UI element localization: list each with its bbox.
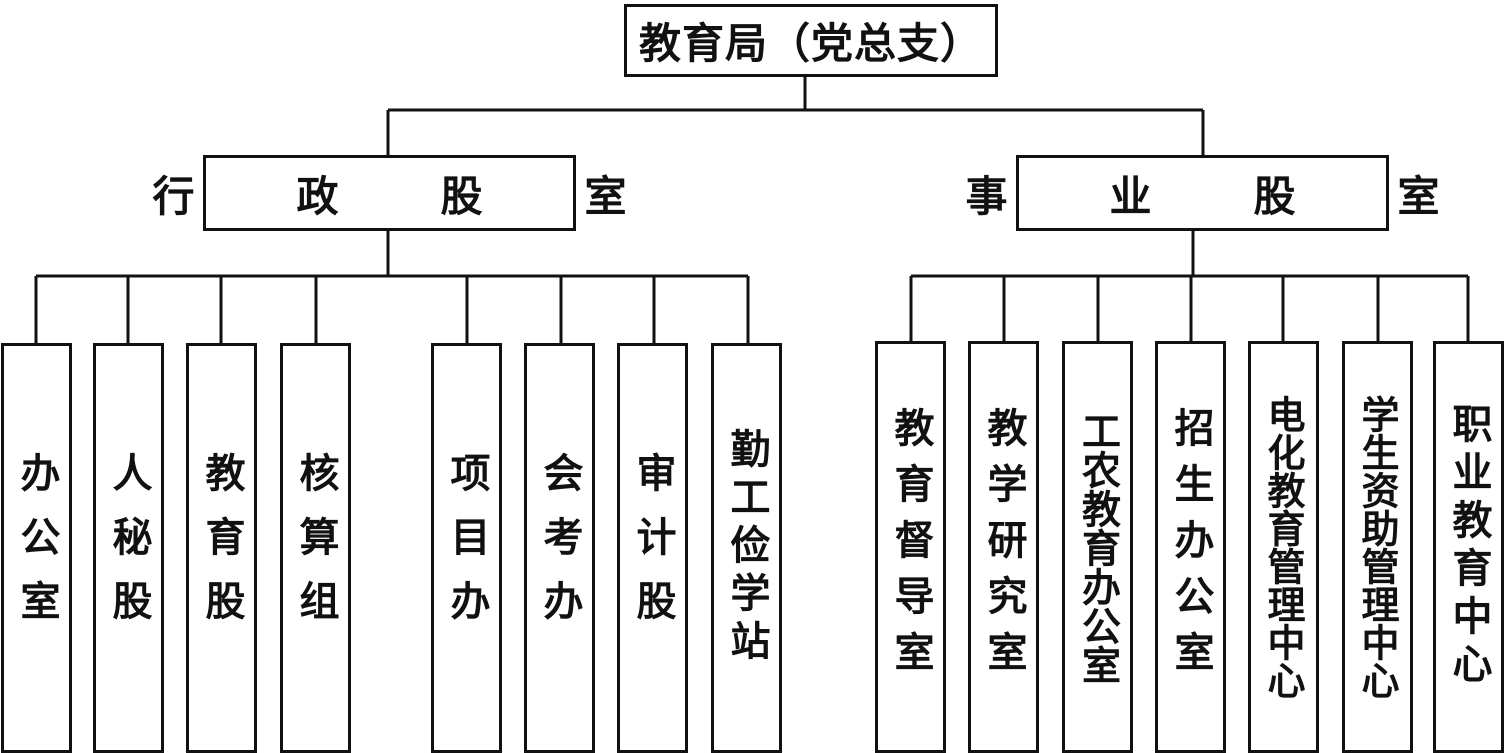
node-unit-education: 教育股 xyxy=(186,343,257,753)
node-unit-audit: 审计股 xyxy=(617,343,688,753)
unit-label: 会考办 xyxy=(536,452,583,644)
node-root-label: 教育局（党总支） xyxy=(638,19,983,68)
unit-label: 职业教育中心 xyxy=(1445,403,1492,691)
node-admin-group: 行 政 股 室 xyxy=(153,155,627,231)
node-unit-worker-peasant-edu: 工农教育办公室 xyxy=(1062,341,1133,753)
unit-label: 学生资助管理中心 xyxy=(1355,395,1399,699)
node-unit-accounting: 核算组 xyxy=(280,343,351,753)
unit-label: 项目办 xyxy=(443,452,490,644)
unit-label: 办公室 xyxy=(13,452,60,644)
unit-label: 核算组 xyxy=(292,452,339,644)
unit-label: 人秘股 xyxy=(105,452,152,644)
node-service-group: 事 业 股 室 xyxy=(966,155,1440,231)
unit-label: 工农教育办公室 xyxy=(1075,410,1121,684)
unit-label: 电化教育管理中心 xyxy=(1261,395,1305,699)
unit-label: 教育督导室 xyxy=(887,407,934,687)
node-unit-supervision: 教育督导室 xyxy=(875,341,946,753)
node-unit-admissions: 招生办公室 xyxy=(1155,341,1226,753)
node-unit-personnel: 人秘股 xyxy=(93,343,164,753)
unit-label: 审计股 xyxy=(629,452,676,644)
node-unit-vocational: 职业教育中心 xyxy=(1433,341,1504,753)
node-unit-research: 教学研究室 xyxy=(968,341,1039,753)
unit-label: 勤工俭学站 xyxy=(723,428,770,668)
node-unit-student-aid: 学生资助管理中心 xyxy=(1342,341,1413,753)
node-unit-av-edu: 电化教育管理中心 xyxy=(1248,341,1319,753)
node-unit-exams: 会考办 xyxy=(524,343,595,753)
unit-label: 招生办公室 xyxy=(1167,407,1214,687)
unit-label: 教育股 xyxy=(198,452,245,644)
node-admin-group-label: 行 政 股 室 xyxy=(152,171,657,221)
node-unit-projects: 项目办 xyxy=(431,343,502,753)
node-unit-work-study: 勤工俭学站 xyxy=(711,343,782,753)
node-root: 教育局（党总支） xyxy=(624,4,998,77)
node-service-group-label: 事 业 股 室 xyxy=(965,171,1470,221)
unit-label: 教学研究室 xyxy=(980,407,1027,687)
node-unit-office: 办公室 xyxy=(1,343,72,753)
